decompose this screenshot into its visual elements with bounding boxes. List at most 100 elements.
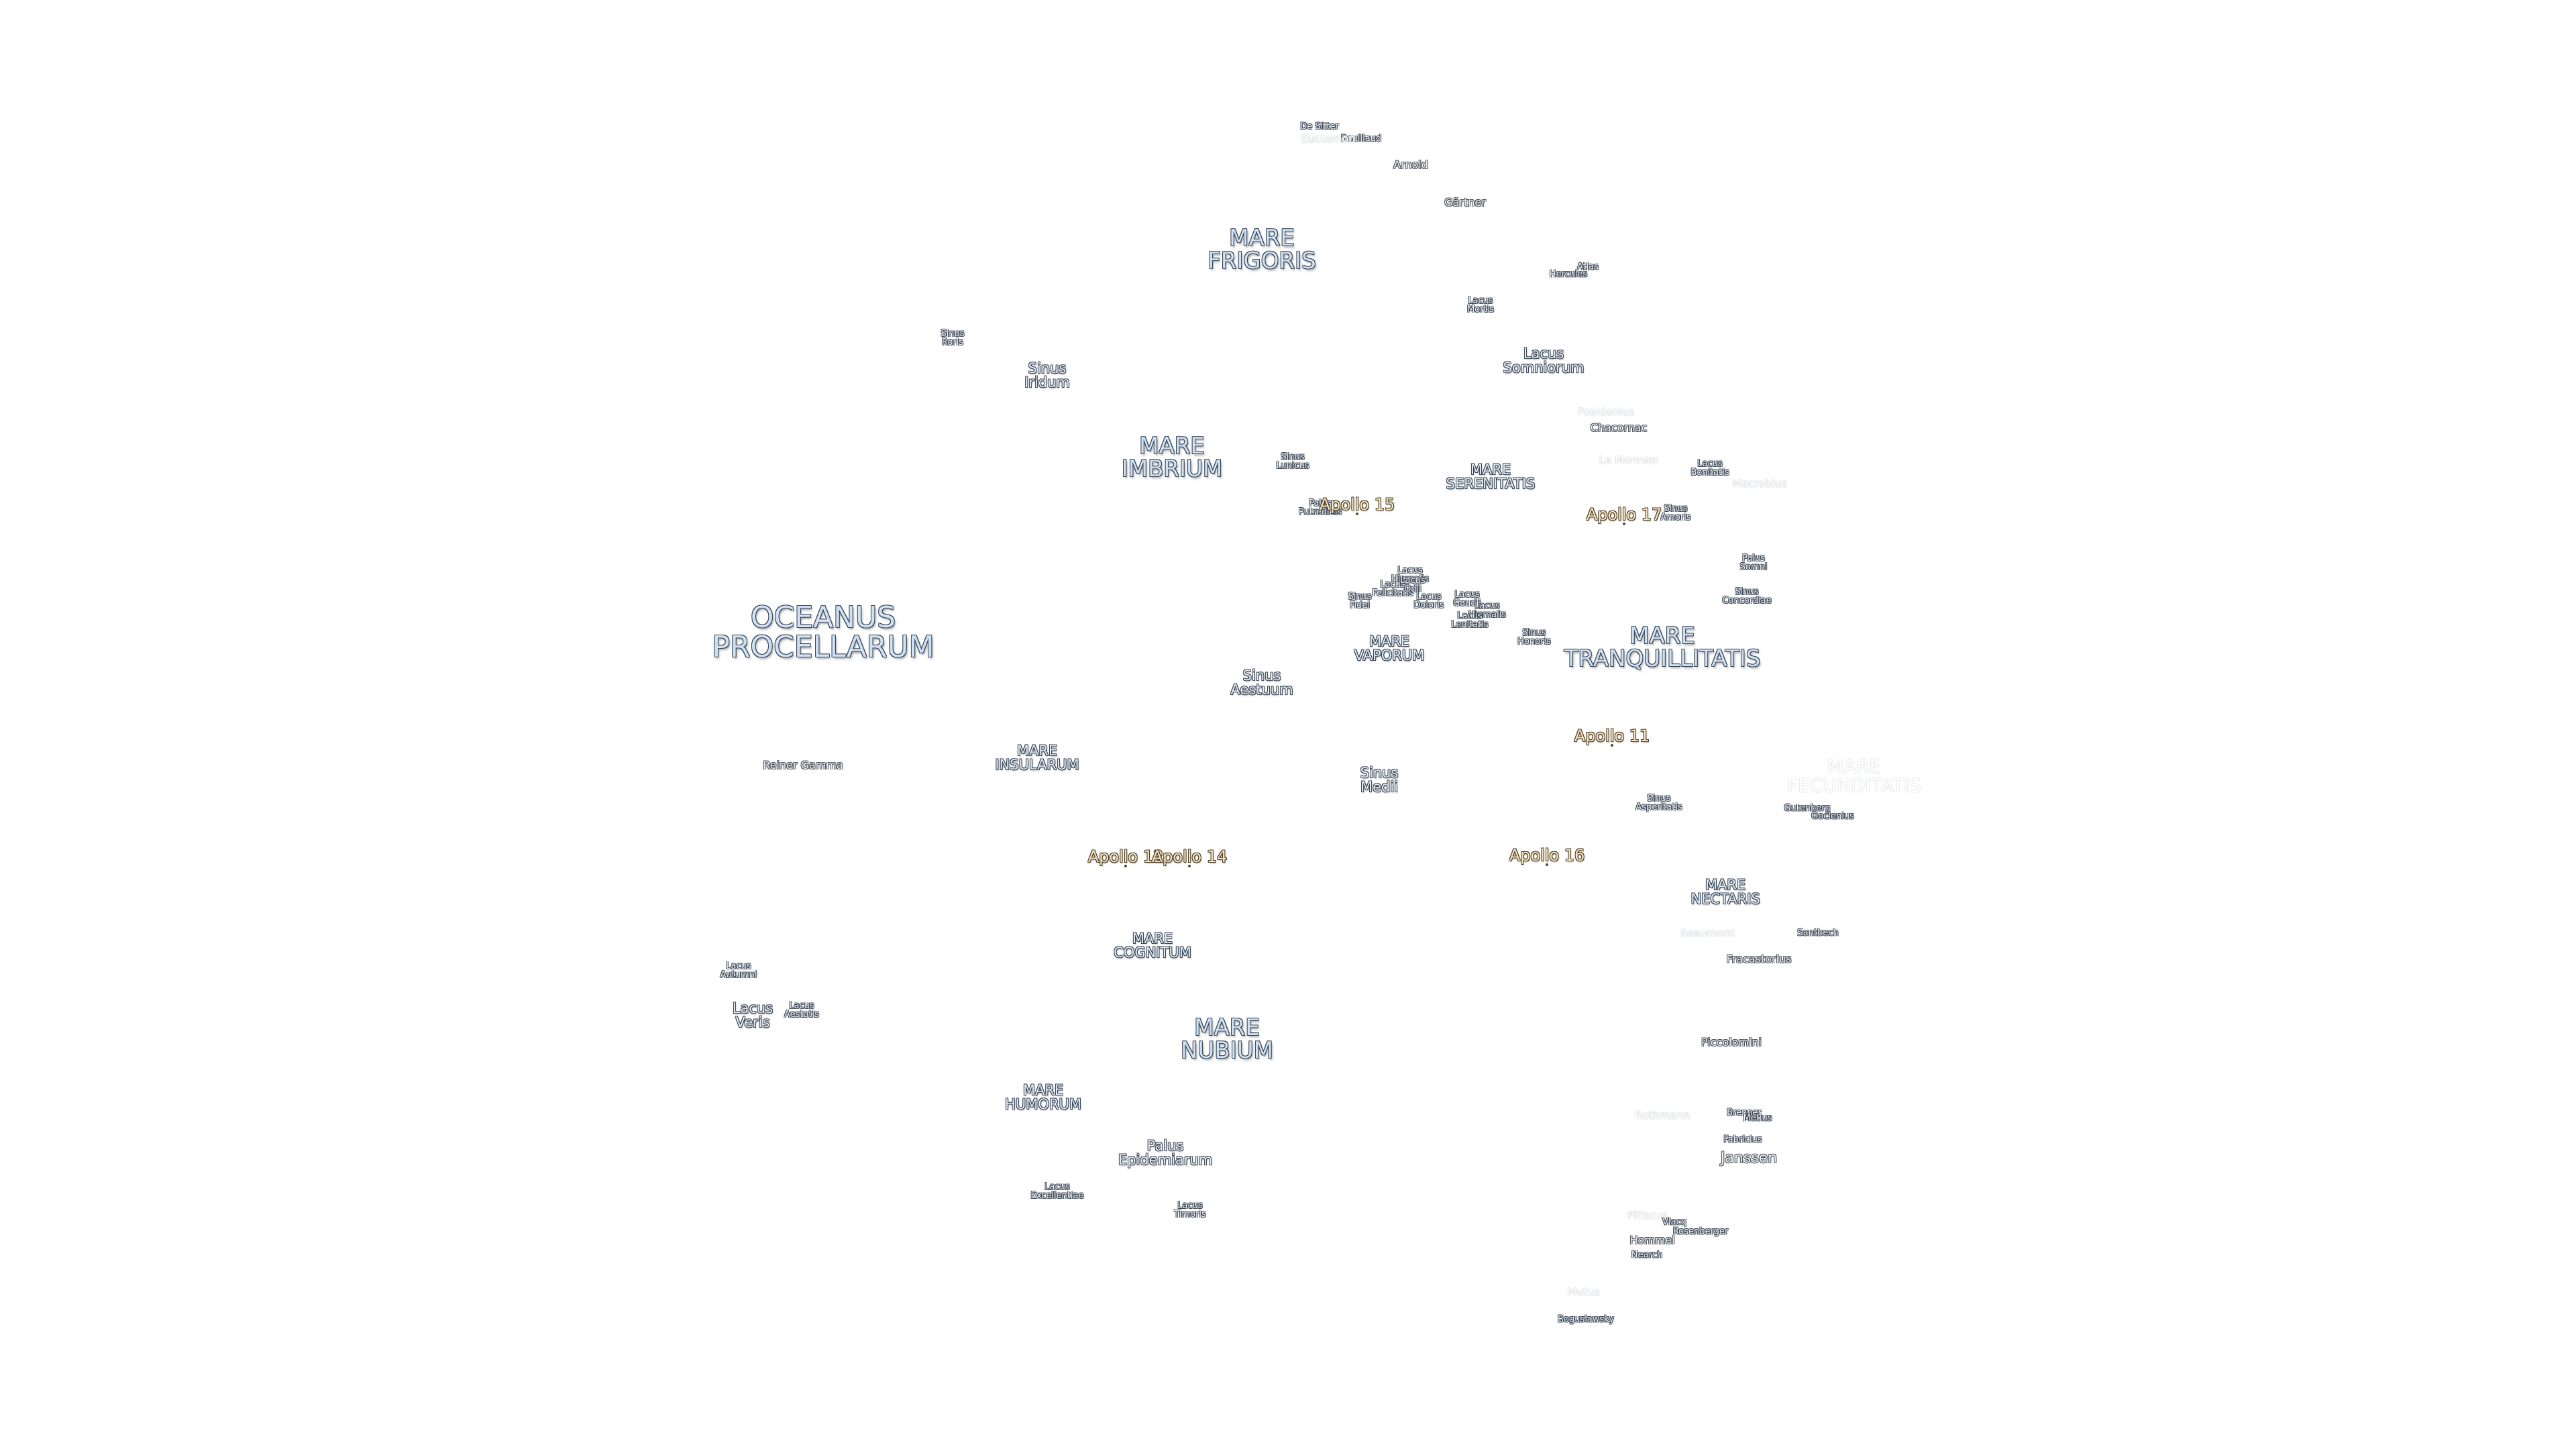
label-apollo-16[interactable]: Apollo 16 [1509, 847, 1585, 863]
landing-site-marker[interactable] [1124, 865, 1127, 867]
label-lacus-gaudii-line: Gaudii [1453, 598, 1481, 608]
label-lacus-somniorum-line: Lacus [1523, 345, 1564, 362]
label-goclenius[interactable]: Goclenius [1811, 812, 1854, 821]
label-apollo-12[interactable]: Apollo 12 [1088, 849, 1164, 865]
label-lacus-bonitatis-line: Bonitatis [1690, 468, 1729, 478]
label-lacus-excellentiae-line: Excellentiae [1030, 1191, 1084, 1201]
label-gutenberg[interactable]: Gutenberg [1784, 804, 1830, 813]
label-brenner[interactable]: Brenner [1727, 1109, 1762, 1118]
label-sinus-iridum-line: Iridum [1024, 374, 1070, 390]
label-nearch[interactable]: Nearch [1631, 1251, 1662, 1260]
label-posidonius[interactable]: Posidonius [1578, 407, 1635, 417]
label-apollo-15[interactable]: Apollo 15 [1320, 496, 1395, 513]
label-mare-nectaris-line: MARE [1705, 877, 1746, 893]
label-piccolomini[interactable]: Piccolomini [1701, 1037, 1762, 1048]
label-chacornac[interactable]: Chacornac [1591, 423, 1648, 433]
label-vlacq[interactable]: Vlacq [1662, 1218, 1686, 1227]
label-apollo-17[interactable]: Apollo 17 [1587, 506, 1662, 523]
label-metius[interactable]: Metius [1743, 1114, 1772, 1123]
label-pitiscus[interactable]: Pitiscus [1627, 1210, 1668, 1221]
label-janssen[interactable]: Janssen [1721, 1151, 1777, 1166]
label-lacus-doloris-line: Doloris [1413, 600, 1444, 610]
label-mare-frigoris-line: MARE [1229, 225, 1295, 252]
label-hommel[interactable]: Hommel [1629, 1235, 1674, 1246]
label-macrobius[interactable]: Macrobius [1732, 478, 1787, 489]
label-de-sitter-line: De Sitter [1300, 121, 1339, 132]
label-oceanus-procellarum-line: PROCELLARUM [712, 630, 934, 664]
label-lacus-timoris-line: Timoris [1174, 1210, 1206, 1220]
label-santbech-line: Santbech [1797, 928, 1839, 938]
landing-site-marker[interactable] [1546, 863, 1548, 866]
label-reiner-gamma[interactable]: Reiner Gamma [763, 760, 843, 771]
label-bouillaud-line: Bouillaud [1340, 133, 1382, 144]
landing-site-marker[interactable] [1611, 744, 1613, 747]
label-le-monnier[interactable]: Le Monnier [1599, 455, 1658, 466]
label-boguslawsky[interactable]: Boguslawsky [1558, 1316, 1614, 1324]
label-palus-epidemiarum-line: Palus [1146, 1138, 1184, 1154]
label-mutus[interactable]: Mutus [1568, 1287, 1601, 1297]
label-santbech[interactable]: Santbech [1797, 929, 1838, 938]
label-euctemon[interactable]: Euctemon [1301, 133, 1356, 144]
label-mare-imbrium-line: IMBRIUM [1121, 455, 1223, 482]
label-arnold[interactable]: Arnold [1393, 160, 1428, 170]
label-fabricius[interactable]: Fabricius [1723, 1136, 1762, 1144]
label-bouillaud[interactable]: Bouillaud [1341, 135, 1381, 144]
label-beaumont[interactable]: Beaumont [1680, 928, 1735, 938]
label-de-sitter[interactable]: De Sitter [1300, 123, 1339, 131]
label-fracastorius[interactable]: Fracastorius [1727, 954, 1792, 965]
label-atlas[interactable]: Atlas [1577, 263, 1599, 272]
label-rosenberger[interactable]: Rosenberger [1673, 1228, 1728, 1236]
label-apollo-14[interactable]: Apollo 14 [1152, 849, 1228, 865]
label-gartner[interactable]: Gärtner [1444, 197, 1486, 208]
label-hommel-line: Hommel [1629, 1234, 1675, 1246]
label-apollo-11[interactable]: Apollo 11 [1574, 728, 1650, 744]
label-rothmann[interactable]: Rothmann [1635, 1110, 1690, 1121]
label-hercules-line: Hercules [1549, 269, 1588, 280]
landing-site-marker[interactable] [1188, 865, 1191, 867]
landing-site-marker[interactable] [1623, 523, 1625, 525]
landing-site-marker[interactable] [1356, 513, 1358, 515]
label-hercules[interactable]: Hercules [1550, 270, 1588, 279]
